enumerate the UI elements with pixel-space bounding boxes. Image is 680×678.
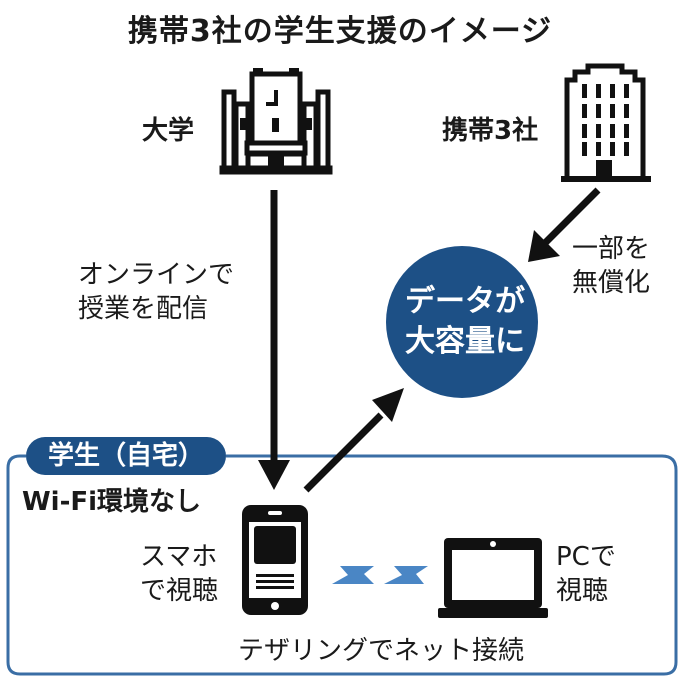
arrow-smartphone-to-data — [303, 388, 404, 493]
page-title: 携帯3社の学生支援のイメージ — [127, 14, 553, 49]
data-circle-line2: 大容量に — [405, 324, 525, 359]
arrow-carriers-to-data — [528, 187, 601, 262]
smartphone-label-line2: で視聴 — [140, 576, 219, 606]
data-circle-line1: データが — [405, 284, 525, 319]
university-label: 大学 — [142, 116, 195, 146]
laptop-icon — [438, 538, 548, 618]
online-class-label-line1: オンラインで — [78, 260, 235, 290]
pc-label-line2: 視聴 — [556, 576, 609, 606]
student-home-frame — [6, 454, 678, 676]
pc-label-line1: PCで — [556, 542, 616, 572]
smartphone-icon — [242, 505, 308, 615]
wireless-signal-icon — [332, 566, 428, 584]
data-circle-text: データが 大容量に — [385, 282, 545, 362]
free-data-label-line1: 一部を — [572, 234, 651, 264]
no-wifi-label: Wi-Fi環境なし — [22, 487, 202, 517]
tethering-label: テザリングでネット接続 — [238, 636, 525, 666]
carriers-label: 携帯3社 — [442, 116, 539, 146]
office-building-icon — [561, 63, 651, 182]
online-class-label-line2: 授業を配信 — [78, 294, 209, 324]
student-home-badge: 学生（自宅） — [26, 437, 226, 475]
data-circle — [386, 246, 538, 398]
arrow-university-to-smartphone — [258, 190, 290, 490]
free-data-label-line2: 無償化 — [572, 268, 651, 298]
smartphone-label-line1: スマホ — [140, 542, 218, 572]
